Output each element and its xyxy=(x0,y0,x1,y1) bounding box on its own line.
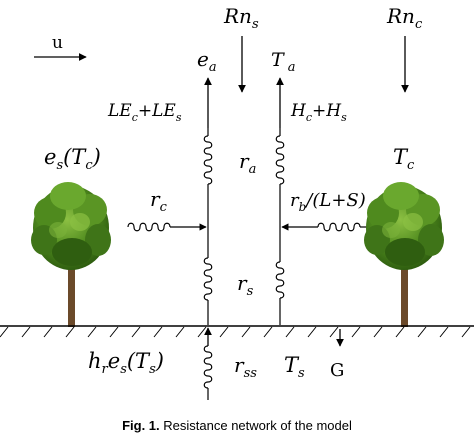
e-a-label: ea xyxy=(197,47,217,75)
tree-left-foliage xyxy=(31,182,111,270)
sensible-flux-label: Hc+Hs xyxy=(290,101,347,124)
ground-hatching xyxy=(0,326,471,338)
rss-label: rss xyxy=(234,353,257,381)
rn-c-label: Rnc xyxy=(386,4,423,32)
rb-label: rb/(L+S) xyxy=(290,190,366,214)
soil-temp-label: Ts xyxy=(284,353,305,381)
tree-left-trunk xyxy=(68,255,75,327)
canopy-vapour-label: es(Tc) xyxy=(44,145,101,173)
tree-right-trunk xyxy=(401,255,408,327)
ground-flux-label: G xyxy=(330,360,344,381)
resistor-rb xyxy=(317,222,361,232)
canopy-temp-label: Tc xyxy=(393,145,415,173)
tree-right xyxy=(364,182,444,327)
resistor-ra-latent xyxy=(203,135,213,185)
rs-label: rs xyxy=(237,271,254,299)
latent-flux-label: LEc+LEs xyxy=(107,101,182,124)
resistor-soil-sensible xyxy=(275,261,285,299)
resistor-rs xyxy=(203,257,213,301)
ra-label: ra xyxy=(239,149,256,177)
resistor-ra-sensible xyxy=(275,135,285,185)
tree-right-foliage xyxy=(364,182,444,270)
resistor-rss xyxy=(203,345,213,389)
soil-vapour-label: hres(Ts) xyxy=(88,349,164,377)
rc-label: rc xyxy=(150,187,168,215)
rn-s-label: Rns xyxy=(223,4,259,32)
caption-label: Fig. 1. xyxy=(122,418,160,433)
wind-label: u xyxy=(52,33,63,53)
figure-caption: Fig. 1. Resistance network of the model xyxy=(0,418,474,433)
tree-left xyxy=(31,182,111,327)
ground-surface xyxy=(0,325,474,338)
caption-text: Resistance network of the model xyxy=(163,418,352,433)
resistor-rc xyxy=(127,222,171,232)
